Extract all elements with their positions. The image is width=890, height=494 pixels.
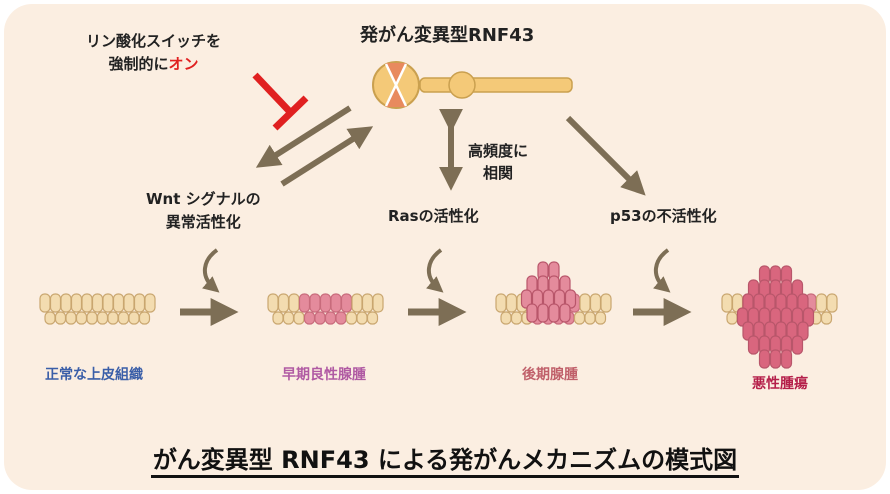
cell <box>123 293 135 313</box>
cell <box>537 303 549 323</box>
cell <box>102 293 114 313</box>
cell <box>293 311 305 325</box>
cell <box>589 293 602 313</box>
cell <box>107 311 119 325</box>
cell <box>81 293 93 313</box>
curved-arrow-p53 <box>653 248 671 293</box>
p53-inactivation-label: p53の不活性化 <box>610 207 717 225</box>
cell <box>500 311 512 325</box>
cell <box>86 311 98 325</box>
cell <box>340 293 353 313</box>
rnf43-protein-icon <box>372 61 573 109</box>
cell <box>600 293 612 313</box>
cell <box>288 293 300 313</box>
cell <box>91 293 104 313</box>
adenoma-mass <box>520 261 577 323</box>
stage-label-normal: 正常な上皮組織 <box>45 367 143 383</box>
cell <box>128 311 140 325</box>
cell <box>314 311 326 325</box>
cell <box>138 311 151 325</box>
cell <box>335 311 347 325</box>
cell <box>54 311 67 325</box>
cell <box>573 311 586 325</box>
cell <box>780 349 793 369</box>
cell <box>70 293 83 313</box>
cell <box>282 311 295 325</box>
cell <box>272 311 284 325</box>
cell <box>791 335 804 355</box>
cell <box>65 311 77 325</box>
malignant-mass <box>736 265 815 369</box>
cell <box>726 311 738 325</box>
cell <box>584 311 596 325</box>
cell <box>144 293 156 313</box>
cell <box>594 311 607 325</box>
cell <box>345 311 358 325</box>
cell <box>372 293 384 313</box>
cell <box>44 311 56 325</box>
cell <box>510 311 523 325</box>
cell <box>303 311 316 325</box>
cell <box>361 293 374 313</box>
cell <box>820 311 833 325</box>
cell <box>548 303 560 323</box>
phospho-switch-line2: 強制的にオン <box>108 55 199 73</box>
cell <box>309 293 321 313</box>
stage-label-late-adenoma: 後期腺腫 <box>522 367 578 383</box>
cell <box>277 293 290 313</box>
cell <box>324 311 337 325</box>
cell <box>49 293 62 313</box>
arrow-to-rnf43 <box>280 126 374 187</box>
wnt-signal-label: Wnt シグナルの 異常活性化 <box>146 190 261 231</box>
tissue-early-adenoma <box>267 293 384 325</box>
cell <box>505 293 518 313</box>
inhibit-icon <box>252 72 309 131</box>
cell <box>39 293 51 313</box>
cell <box>526 303 538 323</box>
cell <box>330 293 342 313</box>
curved-arrow-wnt <box>202 248 220 293</box>
cell <box>298 293 311 313</box>
cell <box>117 311 130 325</box>
cell <box>75 311 88 325</box>
stage-label-early-adenoma: 早期良性腺腫 <box>282 367 366 383</box>
cell <box>559 303 571 323</box>
ras-activation-label: Rasの活性化 <box>388 207 479 225</box>
cell <box>351 293 363 313</box>
cell <box>815 293 828 313</box>
mutant-rnf43-label: 発がん変異型RNF43 <box>360 25 535 46</box>
cell <box>96 311 109 325</box>
cell <box>319 293 332 313</box>
cell <box>112 293 125 313</box>
correlation-label: 高頻度に 相関 <box>468 142 529 182</box>
stage-label-malignant: 悪性腫瘍 <box>752 376 808 392</box>
cell <box>60 293 72 313</box>
phospho-switch-line1: リン酸化スイッチを <box>86 32 222 50</box>
cell <box>495 293 507 313</box>
cell <box>758 349 771 369</box>
cell <box>721 293 733 313</box>
cell <box>356 311 368 325</box>
cell <box>133 293 146 313</box>
phospho-switch-on: オン <box>168 55 199 73</box>
figure-title: がん変異型 RNF43 による発がんメカニズムの模式図 <box>0 440 890 478</box>
phospho-switch-label: リン酸化スイッチを 強制的にオン <box>86 30 221 76</box>
cell <box>366 311 379 325</box>
cell <box>579 293 591 313</box>
arrow-to-wnt <box>255 105 352 168</box>
cell <box>267 293 279 313</box>
cell <box>747 335 760 355</box>
curved-arrow-ras <box>426 248 444 293</box>
arrow-to-p53 <box>565 115 646 196</box>
cell <box>769 349 782 369</box>
tissue-normal <box>39 293 156 325</box>
cell <box>826 293 838 313</box>
